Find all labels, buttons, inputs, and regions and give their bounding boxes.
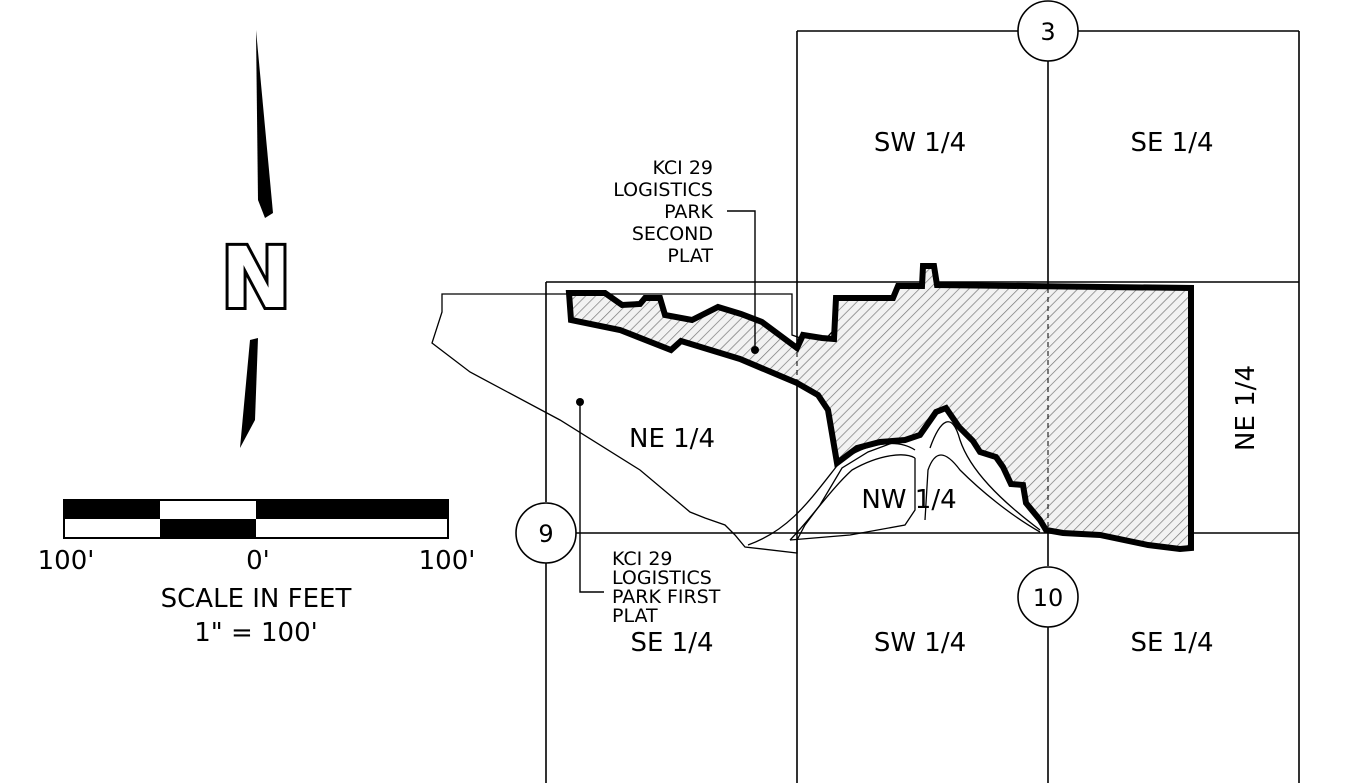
first-plat-leader (579, 402, 604, 593)
second-plat-leader-dot (751, 346, 759, 354)
quarter-label-se-bottom-left: SE 1/4 (630, 628, 713, 658)
first-plat-label-line: PLAT (612, 605, 658, 627)
quarter-label-nw-center: NW 1/4 (861, 485, 956, 515)
north-arrow-lower-pointer (240, 338, 258, 448)
section-circle-9 (515, 502, 577, 564)
quarter-label-se-top: SE 1/4 (1130, 128, 1213, 158)
first-plat-label-line: PARK FIRST (612, 586, 721, 608)
second-plat-label-line: PLAT (667, 245, 713, 267)
first-plat-label-line: LOGISTICS (612, 567, 712, 589)
north-arrow: N (218, 30, 294, 448)
section-circle-3 (1017, 0, 1079, 62)
second-plat-label-line: LOGISTICS (613, 179, 713, 201)
second-plat-label-line: PARK (664, 201, 713, 223)
section-number-10: 10 (1033, 584, 1064, 612)
scale-bar-segment (64, 500, 160, 519)
north-letter: N (221, 229, 291, 327)
scale-bar-segment (256, 500, 448, 519)
scale-bar (63, 499, 449, 539)
second-plat-label-line: SECOND (632, 223, 713, 245)
section-grid (545, 30, 1300, 783)
first-plat-callout: KCI 29 LOGISTICS PARK FIRST PLAT (576, 398, 721, 627)
scale-ratio: 1" = 100' (194, 618, 318, 648)
scale-label-left: 100' (38, 546, 95, 576)
north-arrow-upper-pointer (256, 30, 273, 218)
second-plat-area (565, 263, 1194, 553)
second-plat-callout: KCI 29 LOGISTICS PARK SECOND PLAT (613, 157, 759, 354)
quarter-label-sw-top: SW 1/4 (874, 128, 966, 158)
scale-label-right: 100' (419, 546, 476, 576)
scale-bar-segment (160, 519, 256, 538)
second-plat-leader (727, 210, 756, 350)
section-number-9: 9 (538, 520, 553, 548)
quarter-label-ne-left: NE 1/4 (629, 424, 715, 454)
quarter-label-ne-right: NE 1/4 (1231, 365, 1261, 451)
first-plat-label-line: KCI 29 (612, 548, 673, 570)
quarter-label-sw-bottom: SW 1/4 (874, 628, 966, 658)
scale-title: SCALE IN FEET (161, 584, 352, 614)
second-plat-label-line: KCI 29 (652, 157, 713, 179)
section-number-3: 3 (1040, 18, 1055, 46)
quarter-label-se-bottom-right: SE 1/4 (1130, 628, 1213, 658)
scale-label-center: 0' (246, 546, 270, 576)
section-circle-10 (1017, 566, 1079, 628)
first-plat-leader-dot (576, 398, 584, 406)
